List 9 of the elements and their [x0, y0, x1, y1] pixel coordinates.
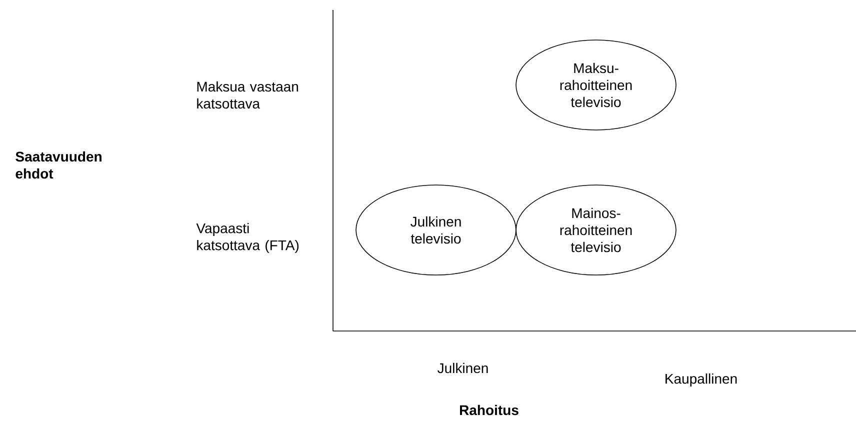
ellipse-node: Maksu-rahoitteinen televisio [516, 40, 676, 130]
ellipse-node: Julkinen televisio [356, 184, 516, 276]
axis-label: Kaupallinen [666, 373, 737, 387]
axis-label: Julkinen [438, 362, 488, 374]
axis-label: Rahoitus [460, 404, 518, 416]
axis-label: Saatavuuden ehdot [16, 151, 102, 179]
axis-label: Vapaasti katsottava (FTA) [196, 222, 299, 254]
ellipse-node: Mainos-rahoitteinen televisio [516, 184, 676, 276]
axis-label: Maksua vastaan katsottava [197, 81, 298, 109]
